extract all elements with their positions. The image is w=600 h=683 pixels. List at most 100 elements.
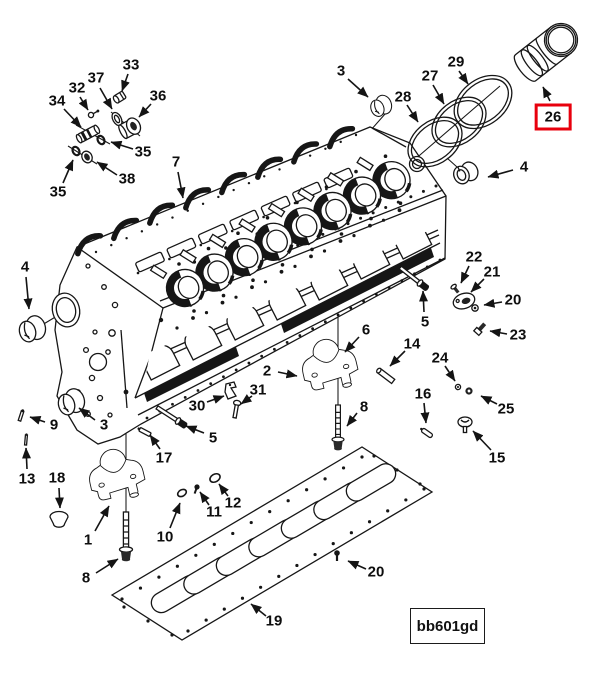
- callout-21[interactable]: 21: [483, 263, 501, 281]
- callout-9[interactable]: 9: [49, 416, 59, 434]
- callout-24[interactable]: 24: [431, 349, 449, 367]
- bearing-cap-2: [296, 333, 362, 397]
- callout-10[interactable]: 10: [156, 528, 174, 546]
- callout-13[interactable]: 13: [18, 470, 36, 488]
- part-35-ring-a: [96, 134, 106, 146]
- callout-17[interactable]: 17: [155, 449, 173, 467]
- part-36-bushing: [118, 117, 142, 140]
- callout-34[interactable]: 34: [48, 92, 66, 110]
- callout-38[interactable]: 38: [118, 170, 136, 188]
- callout-4[interactable]: 4: [519, 158, 529, 176]
- callout-1[interactable]: 1: [83, 531, 93, 549]
- callout-14[interactable]: 14: [403, 335, 421, 353]
- part-33-plug: [112, 90, 127, 104]
- callout-arrow-34: [63, 108, 82, 128]
- callout-32[interactable]: 32: [68, 79, 86, 97]
- callout-arrow-13: [22, 447, 31, 470]
- callout-23[interactable]: 23: [509, 326, 527, 344]
- callout-6[interactable]: 6: [361, 321, 371, 339]
- callout-19[interactable]: 19: [265, 612, 283, 630]
- callout-arrow-2: [277, 369, 298, 379]
- drawing-code-box: bb601gd: [410, 608, 485, 644]
- part-20-plug-bottom: [334, 550, 340, 561]
- part-10-ring: [176, 488, 188, 498]
- callout-arrow-20: [483, 298, 503, 308]
- o-ring-28: [407, 116, 463, 168]
- callout-arrow-29: [458, 70, 469, 85]
- callout-15[interactable]: 15: [488, 449, 506, 467]
- callout-3[interactable]: 3: [336, 62, 346, 80]
- callout-arrow-15: [472, 430, 492, 451]
- part-21-cover: [452, 292, 476, 310]
- callout-5[interactable]: 5: [208, 429, 218, 447]
- callout-11[interactable]: 11: [206, 503, 222, 521]
- cam-bushing-4-right: [453, 161, 479, 185]
- callout-27[interactable]: 27: [421, 67, 439, 85]
- callout-29[interactable]: 29: [447, 53, 465, 71]
- cup-plug-4-left: [15, 312, 49, 345]
- callout-25[interactable]: 25: [497, 400, 515, 418]
- callout-35[interactable]: 35: [49, 183, 67, 201]
- engine-block: [51, 125, 447, 445]
- callout-35[interactable]: 35: [134, 143, 152, 161]
- callout-16[interactable]: 16: [414, 385, 432, 403]
- callout-arrow-12: [218, 483, 229, 497]
- callout-4[interactable]: 4: [20, 258, 30, 276]
- callout-28[interactable]: 28: [394, 88, 412, 106]
- part-13-pin: [23, 433, 29, 446]
- callout-arrows: [22, 70, 552, 617]
- callout-20[interactable]: 20: [504, 291, 522, 309]
- callout-arrow-35: [110, 140, 134, 150]
- part-15-plug: [457, 416, 473, 434]
- cylinder-liner-26: [513, 22, 579, 82]
- bearing-cap-1: [83, 443, 149, 507]
- callout-3[interactable]: 3: [99, 416, 109, 434]
- part-16-fitting: [420, 427, 434, 439]
- callout-26-highlighted[interactable]: 26: [534, 103, 572, 131]
- callout-5[interactable]: 5: [420, 313, 430, 331]
- part-17-pin: [137, 427, 152, 437]
- callout-2[interactable]: 2: [262, 362, 272, 380]
- rear-liner-bore: [408, 155, 426, 173]
- callout-arrow-18: [54, 487, 64, 509]
- callout-31[interactable]: 31: [249, 381, 267, 399]
- part-32-fitting: [87, 109, 100, 119]
- callout-8[interactable]: 8: [81, 569, 91, 587]
- callout-arrow-23: [489, 328, 508, 338]
- callout-arrow-26: [542, 86, 552, 102]
- callout-arrow-9: [29, 416, 46, 425]
- callout-arrow-35: [62, 159, 74, 184]
- callout-arrow-4: [23, 276, 33, 310]
- part-14-dowel: [376, 367, 396, 385]
- callout-30[interactable]: 30: [188, 397, 206, 415]
- bolt-5-left: [154, 403, 190, 431]
- callout-arrow-38: [96, 161, 118, 176]
- callout-arrow-6: [344, 336, 360, 353]
- part-18-cup: [49, 510, 69, 528]
- callout-8[interactable]: 8: [359, 398, 369, 416]
- callout-18[interactable]: 18: [48, 469, 66, 487]
- callout-22[interactable]: 22: [465, 248, 483, 266]
- callout-arrow-4: [487, 169, 514, 179]
- callout-arrow-33: [121, 73, 130, 92]
- front-face: [51, 263, 119, 418]
- callout-37[interactable]: 37: [87, 69, 105, 87]
- callout-arrow-11: [199, 491, 210, 506]
- callout-7[interactable]: 7: [171, 153, 181, 171]
- part-38-plug: [81, 150, 93, 164]
- part-31-bolt: [232, 399, 242, 419]
- o-ring-27: [431, 96, 487, 148]
- callout-arrow-14: [389, 350, 406, 367]
- callout-12[interactable]: 12: [224, 494, 242, 512]
- part-34-valve: [75, 124, 101, 144]
- cap-bolt-8-left: [118, 511, 134, 562]
- part-24-plug: [454, 383, 462, 391]
- callout-arrow-17: [149, 434, 161, 450]
- callout-36[interactable]: 36: [149, 87, 167, 105]
- callout-33[interactable]: 33: [122, 56, 140, 74]
- callout-arrow-3: [347, 78, 369, 98]
- callout-20[interactable]: 20: [367, 563, 385, 581]
- callout-arrow-36: [138, 103, 152, 118]
